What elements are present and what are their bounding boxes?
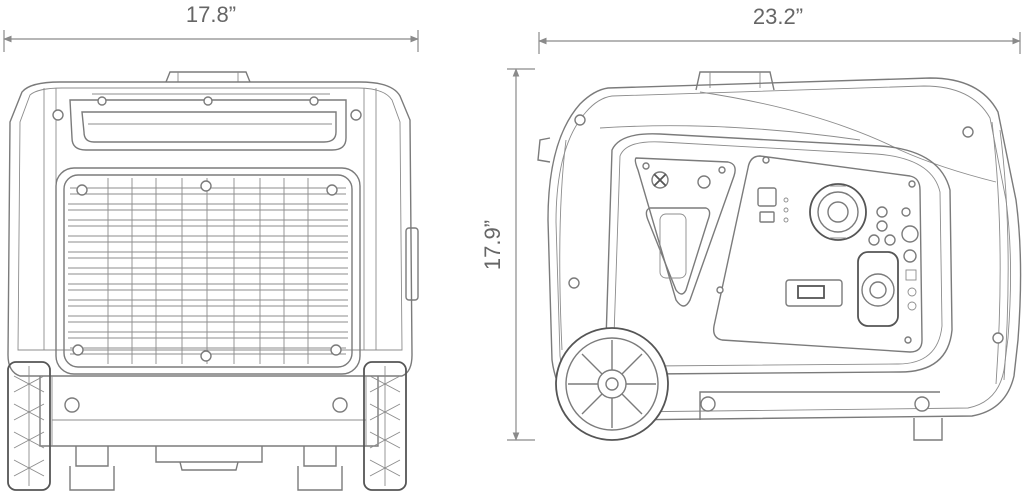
width-label: 17.8” (186, 2, 236, 27)
length-label: 23.2” (753, 4, 803, 29)
dimension-length-side: 23.2” (538, 4, 1021, 54)
generator-side-view (537, 71, 1022, 441)
dimension-width-front: 17.8” (3, 2, 419, 52)
height-label: 17.9” (480, 220, 505, 270)
dimension-height: 17.9” (480, 68, 535, 441)
generator-front-view (7, 71, 419, 491)
